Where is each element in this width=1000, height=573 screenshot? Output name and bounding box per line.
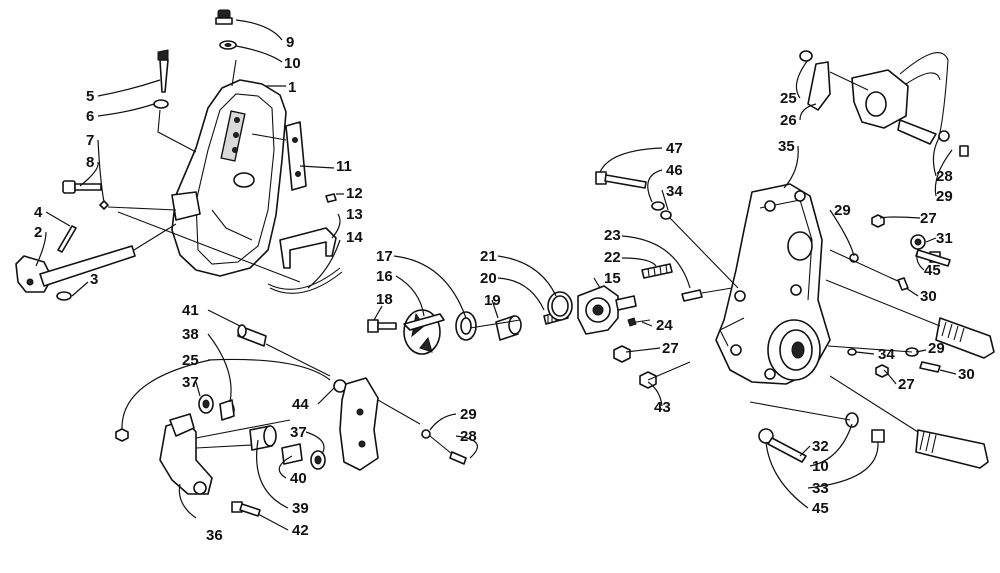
right-hardware — [749, 214, 951, 463]
callout-29: 29 — [936, 188, 953, 205]
callout-32: 32 — [812, 438, 829, 455]
handle-13 — [267, 227, 343, 294]
callout-labels: 9 10 1 5 6 7 8 4 2 3 11 12 13 14 17 16 1… — [34, 34, 975, 544]
callout-28-b: 28 — [460, 428, 477, 445]
dipstick-5 — [153, 49, 197, 153]
callout-42: 42 — [292, 522, 309, 539]
gearcase — [715, 183, 831, 385]
callout-46: 46 — [666, 162, 683, 179]
callout-6: 6 — [86, 108, 94, 125]
callout-29-b: 29 — [834, 202, 851, 219]
callout-1: 1 — [288, 79, 296, 96]
callout-11: 11 — [336, 158, 352, 175]
callout-25: 25 — [780, 90, 797, 107]
callout-36: 36 — [206, 527, 223, 544]
callout-39: 39 — [292, 500, 309, 517]
callout-27-b: 27 — [920, 210, 937, 227]
callout-31: 31 — [936, 230, 953, 247]
callout-33: 33 — [812, 480, 829, 497]
callout-23: 23 — [604, 227, 621, 244]
callout-10: 10 — [284, 55, 301, 72]
callout-13: 13 — [346, 206, 363, 223]
callout-9: 9 — [286, 34, 294, 51]
callout-24: 24 — [656, 317, 673, 334]
bolt-8 — [62, 180, 177, 211]
bracket-top-right — [799, 50, 969, 157]
callout-45-b: 45 — [812, 500, 829, 517]
callout-8: 8 — [86, 154, 94, 171]
callout-15: 15 — [604, 270, 621, 287]
plate-11 — [251, 121, 337, 203]
leader-lines — [35, 19, 957, 531]
callout-29-d: 29 — [460, 406, 477, 423]
callout-38: 38 — [182, 326, 199, 343]
callout-30-b: 30 — [958, 366, 975, 383]
plug-9 — [215, 9, 237, 50]
callout-3: 3 — [90, 271, 98, 288]
callout-22: 22 — [604, 249, 621, 266]
callout-21: 21 — [480, 248, 497, 265]
callout-41: 41 — [182, 302, 199, 319]
callout-14: 14 — [346, 229, 363, 246]
middle-stack — [367, 263, 733, 389]
callout-27-c: 27 — [898, 376, 915, 393]
callout-43: 43 — [654, 399, 671, 416]
callout-34-b: 34 — [878, 346, 895, 363]
callout-37: 37 — [182, 374, 199, 391]
callout-20: 20 — [480, 270, 497, 287]
callout-45: 45 — [924, 262, 941, 279]
callout-7: 7 — [86, 132, 94, 149]
callout-2: 2 — [34, 224, 42, 241]
callout-37-b: 37 — [290, 424, 307, 441]
shaft-right-lower — [829, 375, 989, 469]
callout-17: 17 — [376, 248, 393, 265]
callout-27: 27 — [662, 340, 679, 357]
callout-10-b: 10 — [812, 458, 829, 475]
callout-16: 16 — [376, 268, 393, 285]
callout-35: 35 — [778, 138, 795, 155]
callout-19: 19 — [484, 292, 501, 309]
callout-28: 28 — [936, 168, 953, 185]
shaft-right-upper — [825, 279, 995, 359]
callout-34: 34 — [666, 183, 683, 200]
callout-4: 4 — [34, 204, 43, 221]
callout-47: 47 — [666, 140, 683, 157]
callout-12: 12 — [346, 185, 363, 202]
chaincase-cover — [171, 59, 287, 277]
callout-40: 40 — [290, 470, 307, 487]
callout-5: 5 — [86, 88, 94, 105]
callout-30: 30 — [920, 288, 937, 305]
callout-25-b: 25 — [182, 352, 199, 369]
callout-26: 26 — [780, 112, 797, 129]
callout-29-c: 29 — [928, 340, 945, 357]
callout-18: 18 — [376, 291, 393, 308]
bolt-47 — [595, 171, 739, 289]
shaft-2 — [15, 223, 177, 301]
callout-44: 44 — [292, 396, 309, 413]
lower-left-assembly — [115, 324, 467, 517]
